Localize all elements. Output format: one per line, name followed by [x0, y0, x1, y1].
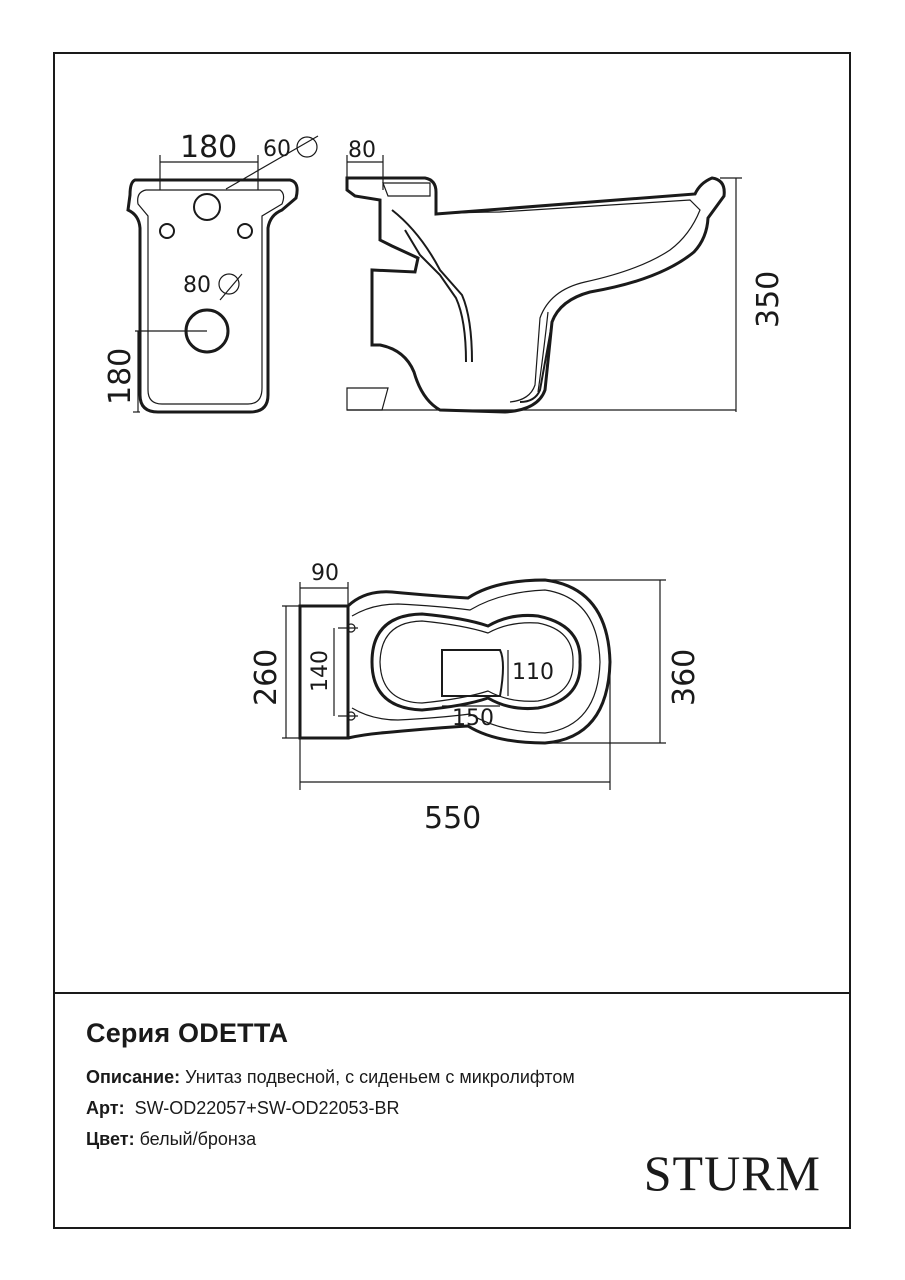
dim-hole-height: 110 [512, 660, 554, 685]
dim-front-width: 180 [180, 130, 237, 165]
side-view [345, 155, 742, 414]
brand-logo: STURM [643, 1145, 821, 1201]
dim-mount-width: 260 [249, 649, 284, 706]
description-label: Описание: [86, 1067, 181, 1087]
color-row: Цвет: белый/бронза [86, 1129, 826, 1150]
article-label: Арт: [86, 1098, 125, 1118]
dim-outlet-height: 180 [103, 348, 138, 405]
divider [53, 992, 851, 994]
dim-hole-width: 150 [452, 706, 494, 731]
product-info: Серия ODETTA Описание: Унитаз подвесной,… [86, 1018, 826, 1160]
color-label: Цвет: [86, 1129, 135, 1149]
dim-side-height: 350 [751, 271, 786, 328]
top-view [282, 578, 666, 790]
article-value: SW-OD22057+SW-OD22053-BR [134, 1098, 400, 1118]
article-row: Арт: SW-OD22057+SW-OD22053-BR [86, 1098, 826, 1119]
color-value: белый/бронза [139, 1129, 257, 1149]
dim-pipe-diameter: 60 [263, 137, 291, 162]
dim-mount-spacing: 140 [308, 650, 333, 692]
drawing-frame [53, 52, 851, 1229]
description-value: Унитаз подвесной, с сиденьем с микролифт… [185, 1067, 575, 1087]
dim-back-width: 90 [311, 561, 339, 586]
dim-side-inlet: 80 [348, 138, 376, 163]
dim-total-length: 550 [424, 801, 481, 836]
dim-outlet-diameter: 80 [183, 273, 211, 298]
dim-total-width: 360 [667, 649, 702, 706]
series-title: Серия ODETTA [86, 1018, 289, 1048]
description-row: Описание: Унитаз подвесной, с сиденьем с… [86, 1067, 826, 1088]
front-view [126, 135, 319, 414]
